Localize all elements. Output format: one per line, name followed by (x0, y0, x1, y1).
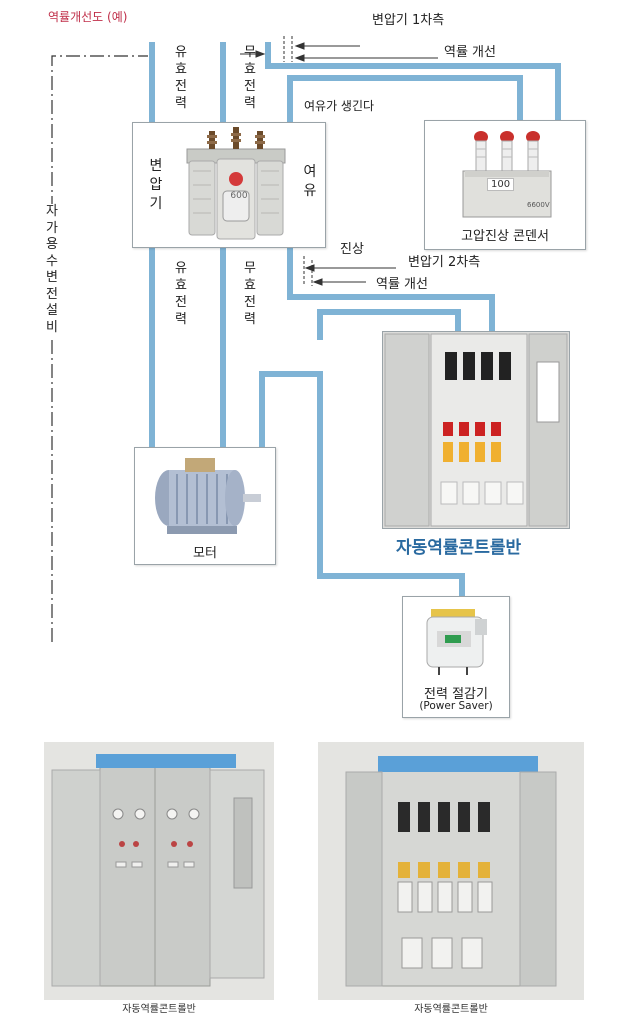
diagram-title: 역률개선도 (예) (48, 10, 128, 24)
motor-icon (155, 458, 261, 534)
capacitor-box: 100 6600V 고압진상 콘덴서 (424, 120, 586, 250)
motor-box: 모터 (134, 447, 276, 565)
power-saver-sublabel: (Power Saver) (419, 700, 493, 712)
margin-created-label: 여유가 생긴다 (304, 99, 375, 113)
power-saver-box: 전력 절감기 (Power Saver) (402, 596, 510, 718)
auto-pf-panel-image (382, 331, 570, 529)
cabinet-icon (345, 756, 557, 987)
transformer-label: 변압기 (149, 158, 163, 212)
capacitor-icon (462, 131, 552, 218)
reactive-power-top: 무효전력 (244, 45, 256, 111)
pf-improve-label-1: 역률 개선 (444, 45, 496, 60)
power-factor-diagram: 역률개선도 (예) 자가용수변전설비 유효전력 무효전력 변압기 1차측 역률 … (44, 10, 586, 718)
connection-lines (51, 36, 561, 642)
cabinet-photo-closed: 자동역률콘트롤반 (44, 742, 274, 1015)
auto-pf-panel-label: 자동역률콘트롤반 (396, 538, 522, 558)
effective-power-top: 유효전력 (175, 45, 187, 111)
cabinet-icon (51, 754, 265, 987)
transformer-secondary-label: 변압기 2차측 (408, 255, 481, 270)
motor-label: 모터 (193, 546, 217, 561)
capacitor-badge: 100 (487, 178, 515, 191)
transformer-primary-label: 변압기 1차측 (372, 13, 445, 28)
margin-label: 여유 (303, 164, 317, 199)
leading-label: 진상 (340, 242, 364, 257)
reactive-power-bottom: 무효전력 (244, 261, 256, 327)
power-saver-icon (426, 609, 487, 675)
capacitor-label: 고압진상 콘덴서 (461, 229, 549, 244)
transformer-box: 변압기 여유 600 (132, 122, 326, 248)
cabinet-photo-open: 자동역률콘트롤반 (318, 742, 584, 1015)
capacitor-plate: 6600V (527, 201, 550, 209)
effective-power-bottom: 유효전력 (175, 261, 187, 327)
transformer-icon (186, 127, 286, 240)
facility-vertical-label: 자가용수변전설비 (44, 204, 60, 336)
transformer-badge: 600 (230, 191, 248, 201)
power-saver-label: 전력 절감기 (424, 687, 488, 702)
photo-caption-2: 자동역률콘트롤반 (414, 1004, 488, 1015)
panel-icon (383, 332, 569, 528)
pf-improve-label-2: 역률 개선 (376, 277, 428, 292)
photo-caption-1: 자동역률콘트롤반 (122, 1004, 196, 1015)
